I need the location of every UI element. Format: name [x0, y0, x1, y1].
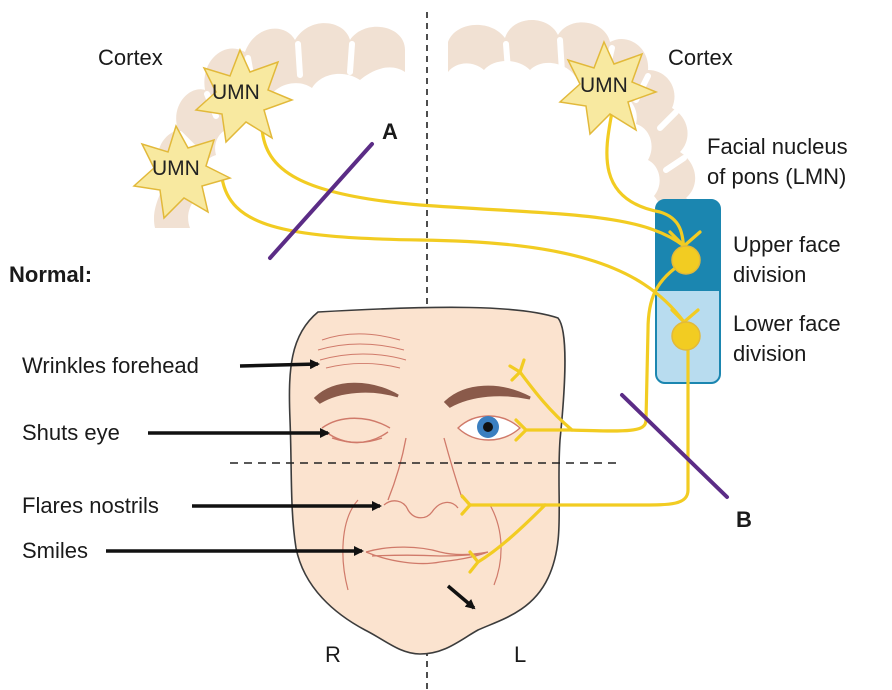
facial-nucleus-label-2: of pons (LMN) [707, 164, 846, 189]
lesion-line-a [270, 144, 372, 258]
lower-division-neuron [672, 322, 700, 350]
lower-face-label-2: division [733, 341, 806, 366]
pathway-umn1-to-nucleus [262, 128, 684, 246]
side-label-l: L [514, 642, 526, 667]
upper-division-neuron [672, 246, 700, 274]
arrow-wrinkles-forehead [240, 364, 318, 366]
umn-label-2: UMN [152, 157, 200, 180]
pathway-umn2-to-nucleus [222, 178, 684, 322]
wrinkles-forehead-label: Wrinkles forehead [22, 353, 199, 378]
umn-label-3: UMN [580, 74, 628, 97]
upper-face-label-1: Upper face [733, 232, 841, 257]
cortex-label-right: Cortex [668, 45, 733, 70]
lower-face-label-1: Lower face [733, 311, 841, 336]
normal-heading: Normal: [9, 262, 92, 287]
upper-face-label-2: division [733, 262, 806, 287]
lesion-label-b: B [736, 507, 752, 532]
lesion-label-a: A [382, 119, 398, 144]
shuts-eye-label: Shuts eye [22, 420, 120, 445]
lesion-line-b [622, 395, 727, 497]
umn-label-1: UMN [212, 81, 260, 104]
flares-nostrils-label: Flares nostrils [22, 493, 159, 518]
cortex-label-left: Cortex [98, 45, 163, 70]
side-label-r: R [325, 642, 341, 667]
smiles-label: Smiles [22, 538, 88, 563]
facial-nucleus-label-1: Facial nucleus [707, 134, 848, 159]
